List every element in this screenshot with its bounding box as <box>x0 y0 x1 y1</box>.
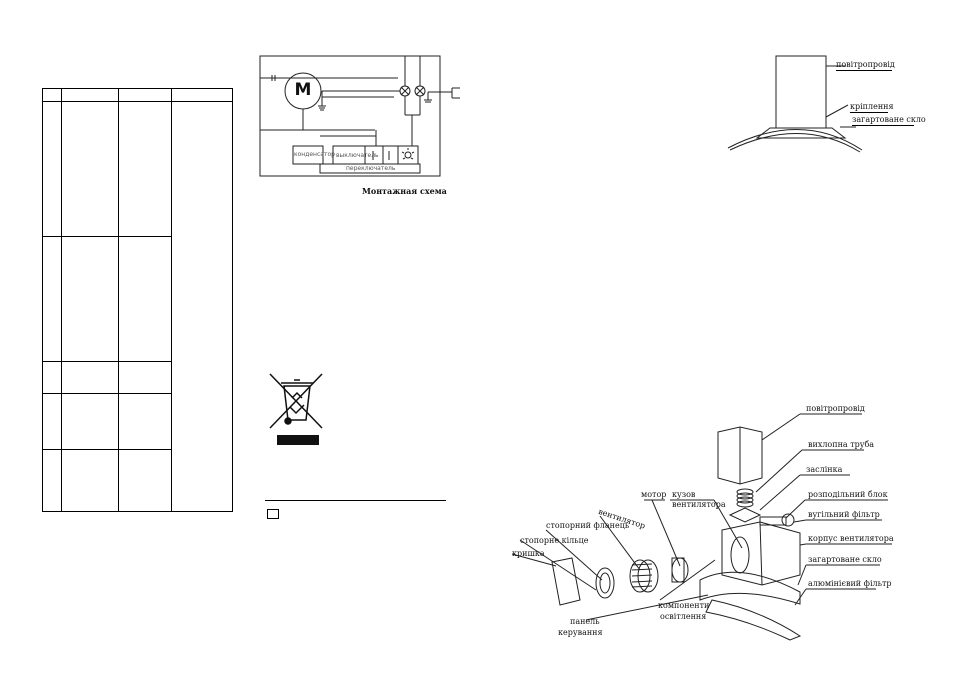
label-fixing-flange: стопорний фланець <box>546 521 630 530</box>
table-col-line <box>61 88 62 511</box>
table-row-rule <box>42 449 172 450</box>
table-col-line <box>118 88 119 511</box>
label-control-panel-line1: панель <box>570 617 600 626</box>
label-control-panel-line2: керування <box>558 628 603 637</box>
label-underline <box>852 125 914 126</box>
table-frame <box>42 88 233 512</box>
selector-label: переключатель <box>346 165 396 172</box>
footnote-rule <box>265 500 446 501</box>
label-motor: мотор <box>641 490 667 499</box>
table-row-rule <box>42 393 172 394</box>
table-row-rule <box>42 236 172 237</box>
label-underline <box>836 70 892 71</box>
table-header-rule <box>42 101 232 102</box>
label-damper: заслінка <box>806 465 843 474</box>
label-outlet-pipe: вихлопна труба <box>808 440 875 449</box>
label-duct-top: повітропровід <box>836 60 895 69</box>
table-col-line <box>171 88 172 511</box>
label-lighting-line2: освітлення <box>660 612 707 621</box>
footnote-checkbox <box>267 509 279 519</box>
label-glass-top: загартоване скло <box>852 115 926 124</box>
label-fan-cover-line1: кузов <box>672 490 696 499</box>
capacitor-label: конденсатор <box>294 151 335 158</box>
table-row-rule <box>42 361 172 362</box>
label-control-unit: розподільний блок <box>808 490 888 499</box>
wiring-diagram-caption: Монтажная схема <box>362 186 447 196</box>
label-fixing-ring: стопорне кільце <box>520 536 589 545</box>
label-bolt-top: кріплення <box>850 102 894 111</box>
label-charcoal-filter: вугільний фільтр <box>808 510 880 519</box>
label-duct: повітропровід <box>806 404 865 413</box>
label-lighting-line1: компоненти <box>658 601 710 610</box>
label-glass: загартоване скло <box>808 555 882 564</box>
label-fan-cover-line2: вентилятора <box>672 500 726 509</box>
label-underline <box>850 112 888 113</box>
switch-label: выключатель <box>336 152 379 159</box>
label-cover: кришка <box>512 549 545 558</box>
label-fan-housing: корпус вентилятора <box>808 534 894 543</box>
motor-symbol: M <box>294 80 312 100</box>
label-aluminum-filter: алюмінієвий фільтр <box>808 579 892 588</box>
